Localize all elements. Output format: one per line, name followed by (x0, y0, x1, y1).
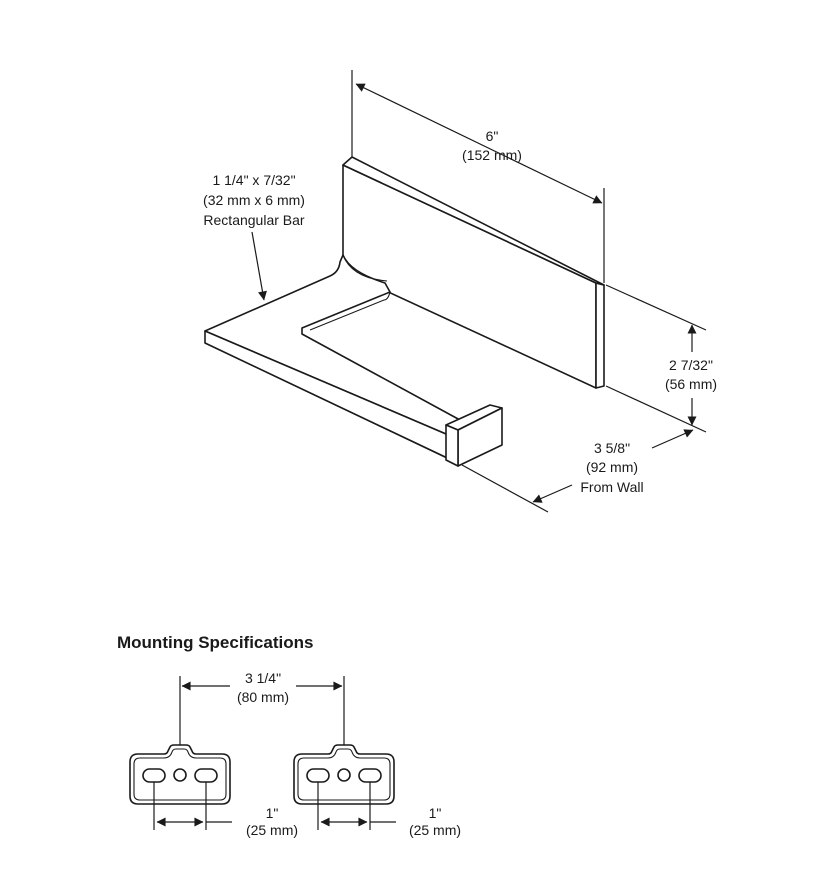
bar-size-metric: (32 mm x 6 mm) (203, 192, 305, 208)
slot-right-metric: (25 mm) (409, 822, 461, 838)
height-value: 2 7/32" (669, 357, 713, 373)
arm-fillet (342, 254, 388, 282)
slot-left-metric: (25 mm) (246, 822, 298, 838)
slot-left-a (142, 768, 166, 783)
screw-hole-right (337, 768, 351, 782)
spacing-value: 3 1/4" (245, 670, 281, 686)
wall-plate-edge (595, 282, 605, 389)
bar-leader-arrow (251, 231, 267, 301)
bar-type: Rectangular Bar (203, 212, 305, 228)
mounting-bracket-left (129, 744, 231, 805)
slot-right-a (306, 768, 330, 783)
screw-hole-left (173, 768, 187, 782)
depth-arrow-left (532, 484, 573, 503)
slot-right-value: 1" (429, 805, 442, 821)
depth-arrow-right (651, 429, 694, 449)
arm-front-bottom (204, 342, 456, 463)
bar-size-imperial: 1 1/4" x 7/32" (212, 172, 295, 188)
slot-spacing-dimensions (153, 782, 396, 830)
end-cap-side (445, 424, 459, 467)
slot-left-value: 1" (266, 805, 279, 821)
width-metric: (152 mm) (462, 147, 522, 163)
depth-metric: (92 mm) (586, 459, 638, 475)
wall-plate-face (342, 164, 597, 389)
dimension-lines (251, 70, 707, 513)
width-value: 6" (486, 128, 499, 144)
height-metric: (56 mm) (665, 376, 717, 392)
slot-right-b (358, 768, 382, 783)
mounting-title: Mounting Specifications (117, 633, 313, 652)
depth-value: 3 5/8" (594, 440, 630, 456)
slot-left-b (194, 768, 218, 783)
arm-inner-edge (309, 291, 391, 331)
mounting-bracket-right (293, 744, 395, 805)
spacing-metric: (80 mm) (237, 689, 289, 705)
depth-note: From Wall (580, 479, 643, 495)
width-arrow (355, 83, 603, 204)
